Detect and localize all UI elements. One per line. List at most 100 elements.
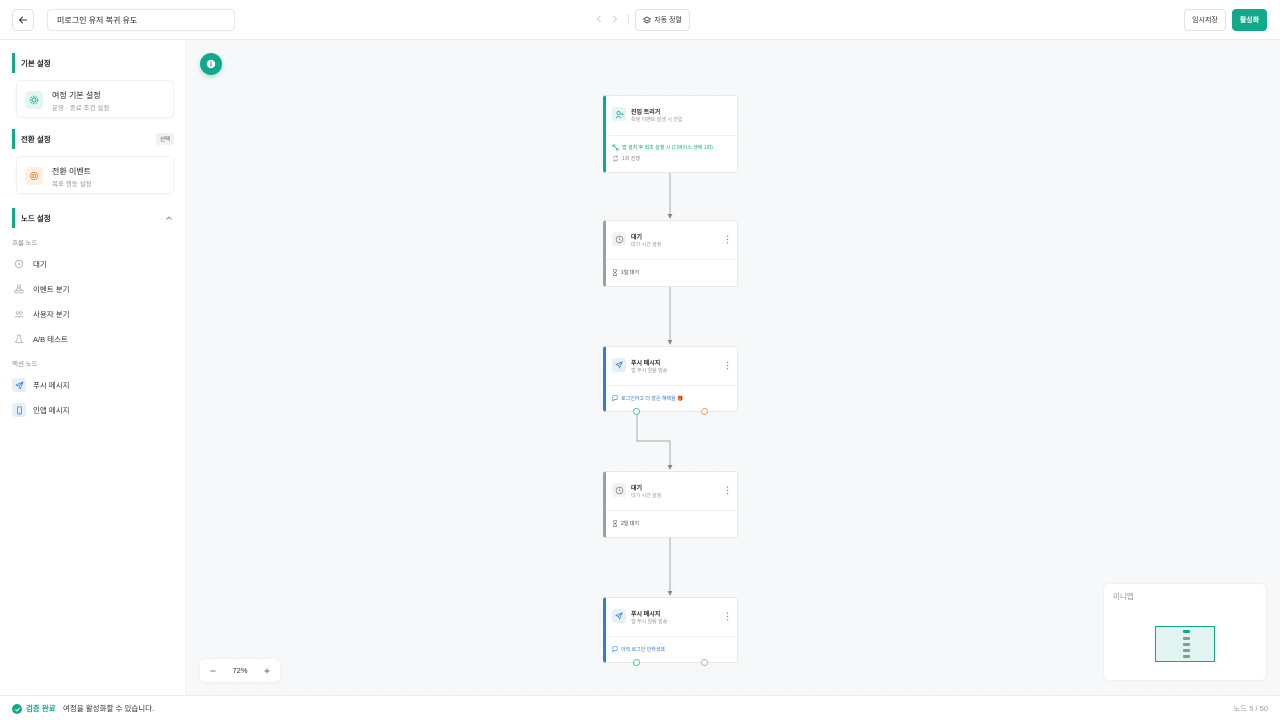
node-item-inapp-message[interactable]: 인앱 메시지 (12, 401, 172, 419)
node-subtitle: 앱 푸시 알림 발송 (631, 619, 668, 625)
node-repeat-text: 1회 진행 (622, 156, 640, 162)
node-detail-text: 아직 로그인 안하셨죠 (621, 647, 666, 653)
section-title: 기본 설정 (21, 58, 51, 68)
node-separator (606, 259, 737, 260)
auto-arrange-button[interactable]: 자동 정렬 (635, 9, 690, 31)
node-push-message[interactable]: 푸시 메시지 앱 푸시 알림 발송 아직 로그인 안하셨죠 (603, 597, 738, 663)
more-vertical-icon[interactable] (726, 486, 729, 495)
clock-icon (612, 232, 626, 246)
zoom-out-button[interactable] (208, 666, 218, 676)
node-title: 대기 (631, 235, 643, 241)
chevron-right-icon (613, 15, 618, 23)
journey-name-input[interactable] (47, 9, 235, 31)
node-item-user-branch[interactable]: 사용자 분기 (12, 305, 172, 323)
node-item-label: 대기 (33, 259, 47, 269)
send-icon (12, 378, 26, 392)
sidebar: 기본 설정 여정 기본 설정 운영 · 종료 조건 설정 전환 설정 선택 전환… (0, 40, 187, 695)
more-vertical-icon[interactable] (726, 361, 729, 370)
failure-handle[interactable] (701, 408, 708, 415)
node-count: 노드 5 / 50 (1233, 704, 1268, 713)
node-item-label: A/B 테스트 (33, 334, 68, 344)
auto-arrange-label: 자동 정렬 (654, 17, 682, 24)
minimap-node (1183, 630, 1190, 633)
minimap-viewport[interactable] (1155, 626, 1215, 662)
activate-button[interactable]: 활성화 (1232, 9, 1267, 31)
user-plus-icon (612, 107, 626, 121)
check-circle-icon (12, 704, 22, 714)
section-node-settings[interactable]: 노드 설정 (12, 208, 51, 228)
smartphone-icon (12, 403, 26, 417)
node-detail-text: 1일 대기 (621, 270, 639, 276)
success-handle[interactable] (633, 408, 640, 415)
section-conversion-settings: 전환 설정 (12, 129, 51, 149)
info-icon (206, 59, 216, 69)
optional-badge: 선택 (156, 133, 174, 145)
node-item-wait[interactable]: 대기 (12, 255, 172, 273)
minimap-node (1183, 637, 1190, 640)
top-bar: 자동 정렬 임시저장 활성화 (0, 0, 1280, 40)
node-subtitle: 앱 푸시 알림 발송 (631, 368, 668, 374)
node-item-ab-test[interactable]: A/B 테스트 (12, 330, 172, 348)
node-detail-text: 앱 설치 후 최초 실행 시 (디바이스 생애 1회) (622, 145, 713, 151)
zoom-in-button[interactable] (262, 666, 272, 676)
node-item-event-branch[interactable]: 이벤트 분기 (12, 280, 172, 298)
node-repeat: 1회 진행 (612, 155, 640, 162)
node-item-push-message[interactable]: 푸시 메시지 (12, 376, 172, 394)
section-title: 전환 설정 (21, 134, 51, 144)
success-handle[interactable] (633, 659, 640, 666)
undo-button[interactable] (593, 13, 605, 25)
info-button[interactable] (200, 53, 222, 75)
minimap[interactable]: 미니맵 (1103, 583, 1267, 681)
journey-settings-card[interactable]: 여정 기본 설정 운영 · 종료 조건 설정 (16, 80, 174, 118)
node-detail: 1일 대기 (612, 269, 639, 276)
node-subtitle: 대기 시간 설정 (631, 242, 662, 248)
node-subtitle: 특정 이벤트 발생 시 진입 (631, 117, 683, 123)
node-title: 푸시 메시지 (631, 361, 661, 367)
failure-handle[interactable] (701, 659, 708, 666)
users-icon (12, 307, 26, 321)
send-icon (612, 609, 626, 623)
hourglass-icon (613, 269, 617, 276)
action-nodes-label: 액션 노드 (12, 361, 38, 368)
activate-label: 활성화 (1239, 17, 1260, 24)
clock-icon (612, 483, 626, 497)
conversion-event-card[interactable]: 전환 이벤트 목표 행동 설정 (16, 156, 174, 194)
node-item-label: 사용자 분기 (33, 309, 70, 319)
layers-icon (643, 16, 652, 24)
node-detail: 2일 대기 (612, 520, 639, 527)
node-separator (606, 385, 737, 386)
back-button[interactable] (12, 9, 34, 31)
node-title: 진입 트리거 (631, 110, 661, 116)
draft-save-button[interactable]: 임시저장 (1184, 9, 1226, 31)
send-icon (612, 358, 626, 372)
node-separator (606, 636, 737, 637)
node-wait[interactable]: 대기 대기 시간 설정 1일 대기 (603, 220, 738, 287)
node-detail: 아직 로그인 안하셨죠 (612, 646, 665, 653)
redo-button[interactable] (609, 13, 621, 25)
node-entry-trigger[interactable]: 진입 트리거 특정 이벤트 발생 시 진입 앱 설치 후 최초 실행 시 (디바… (603, 95, 738, 173)
section-title: 노드 설정 (21, 213, 51, 223)
more-vertical-icon[interactable] (726, 235, 729, 244)
minimap-node (1183, 655, 1190, 658)
minus-icon (210, 670, 216, 671)
node-wait[interactable]: 대기 대기 시간 설정 2일 대기 (603, 471, 738, 538)
chevron-up-icon[interactable] (165, 214, 173, 222)
draft-save-label: 임시저장 (1192, 17, 1218, 24)
section-basic-settings: 기본 설정 (12, 53, 51, 73)
flow-nodes-label: 흐름 노드 (12, 240, 38, 247)
hourglass-icon (613, 520, 617, 527)
branch-icon (12, 282, 26, 296)
card-subtitle: 목표 행동 설정 (52, 181, 92, 188)
node-detail: 앱 설치 후 최초 실행 시 (디바이스 생애 1회) (612, 144, 713, 151)
node-item-label: 푸시 메시지 (33, 380, 70, 390)
node-separator (606, 135, 737, 136)
event-icon (612, 144, 619, 151)
node-detail-text: 로그인하고 더 많은 혜택을 🎁 (621, 396, 684, 402)
zoom-level: 72% (232, 666, 248, 675)
node-item-label: 인앱 메시지 (33, 405, 70, 415)
message-icon (612, 646, 618, 653)
node-push-message[interactable]: 푸시 메시지 앱 푸시 알림 발송 로그인하고 더 많은 혜택을 🎁 (603, 346, 738, 412)
minimap-title: 미니맵 (1113, 592, 1134, 601)
card-title: 여정 기본 설정 (52, 91, 101, 100)
more-vertical-icon[interactable] (726, 612, 729, 621)
